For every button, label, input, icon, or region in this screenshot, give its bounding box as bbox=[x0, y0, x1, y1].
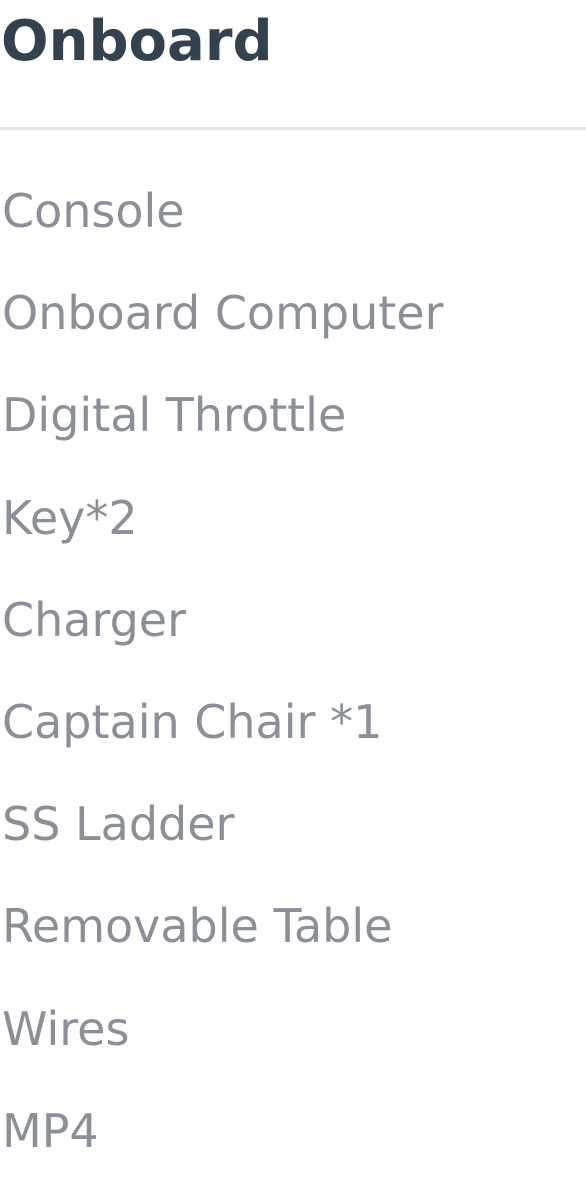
list-item: Key*2 bbox=[2, 490, 138, 545]
list-item: Digital Throttle bbox=[2, 388, 347, 443]
section-title: Onboard bbox=[1, 9, 273, 74]
list-item: MP4 bbox=[2, 1103, 99, 1158]
list-item: Onboard Computer bbox=[2, 286, 444, 341]
list-item: Console bbox=[2, 184, 185, 238]
divider bbox=[0, 127, 586, 130]
list-item: Charger bbox=[2, 592, 186, 647]
list-item: Captain Chair *1 bbox=[2, 694, 383, 749]
list-item: Removable Table bbox=[2, 899, 393, 954]
list-item: Wires bbox=[2, 1001, 130, 1056]
onboard-item-list: Console Onboard Computer Digital Throttl… bbox=[0, 181, 444, 1203]
list-item: SS Ladder bbox=[2, 797, 235, 852]
